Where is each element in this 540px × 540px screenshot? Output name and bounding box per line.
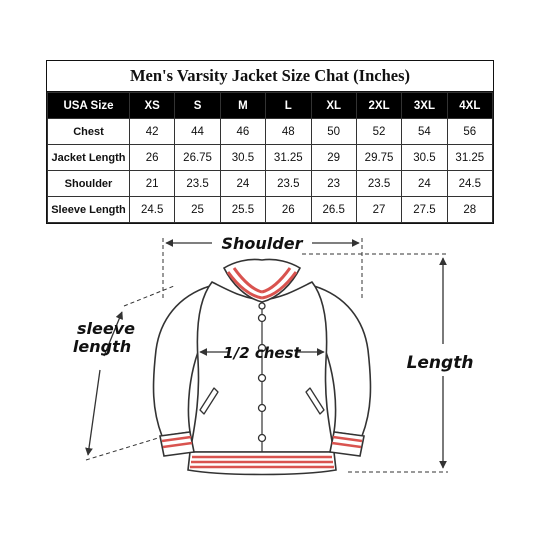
chest-label: 1/2 chest xyxy=(223,344,301,362)
table-cell: 26.75 xyxy=(174,144,221,171)
table-cell: 26 xyxy=(265,196,312,223)
table-cell: 44 xyxy=(174,118,221,145)
header-cell: L xyxy=(265,92,312,119)
table-cell: 24 xyxy=(401,170,448,197)
table-cell: 48 xyxy=(265,118,312,145)
header-row: USA Size XS S M L XL 2XL 3XL 4XL xyxy=(47,92,494,119)
table-cell: 21 xyxy=(128,170,176,197)
table-cell: 23.5 xyxy=(174,170,221,197)
row-label: Chest xyxy=(47,118,130,145)
table-cell: 28 xyxy=(446,196,494,223)
table-row: Chest 42 44 46 48 50 52 54 56 xyxy=(47,118,494,145)
header-cell: XS xyxy=(128,92,176,119)
sleeve-dimension: sleeve length xyxy=(73,285,175,461)
row-label: Shoulder xyxy=(47,170,130,197)
header-cell: M xyxy=(219,92,267,119)
table-cell: 25 xyxy=(174,196,221,223)
sleeve-label-2: length xyxy=(73,337,131,356)
table-cell: 56 xyxy=(446,118,494,145)
chart-title: Men's Varsity Jacket Size Chat (Inches) xyxy=(47,61,493,92)
jacket-cuffs xyxy=(159,431,365,457)
size-chart: Men's Varsity Jacket Size Chat (Inches) … xyxy=(46,60,494,224)
table-cell: 42 xyxy=(128,118,176,145)
jacket-waistband xyxy=(187,451,337,476)
table-cell: 27 xyxy=(355,196,403,223)
table-cell: 26 xyxy=(128,144,176,171)
header-cell: S xyxy=(174,92,221,119)
shoulder-dimension: Shoulder xyxy=(162,234,363,300)
table-cell: 30.5 xyxy=(219,144,267,171)
header-cell: XL xyxy=(310,92,357,119)
table-cell: 31.25 xyxy=(446,144,494,171)
length-label: Length xyxy=(407,353,474,373)
table-row: Sleeve Length 24.5 25 25.5 26 26.5 27 27… xyxy=(47,196,494,223)
table-cell: 24 xyxy=(219,170,267,197)
jacket-diagram: Shoulder Length sleeve length xyxy=(73,234,474,476)
jacket-collar xyxy=(222,258,302,310)
table-cell: 23.5 xyxy=(355,170,403,197)
table-cell: 23.5 xyxy=(265,170,312,197)
table-row: Shoulder 21 23.5 24 23.5 23 23.5 24 24.5 xyxy=(47,170,494,197)
header-cell: 2XL xyxy=(355,92,403,119)
table-cell: 25.5 xyxy=(219,196,267,223)
table-cell: 30.5 xyxy=(401,144,448,171)
table-cell: 29.75 xyxy=(355,144,403,171)
table-cell: 54 xyxy=(401,118,448,145)
header-cell: 4XL xyxy=(446,92,494,119)
table-cell: 29 xyxy=(310,144,357,171)
table-cell: 46 xyxy=(219,118,267,145)
chest-dimension: 1/2 chest xyxy=(199,344,325,362)
table-cell: 23 xyxy=(310,170,357,197)
length-dimension: Length xyxy=(302,253,474,473)
sleeve-label-1: sleeve xyxy=(77,319,135,338)
table-cell: 31.25 xyxy=(265,144,312,171)
shoulder-label: Shoulder xyxy=(222,234,304,253)
table-cell: 27.5 xyxy=(401,196,448,223)
table-row: Jacket Length 26 26.75 30.5 31.25 29 29.… xyxy=(47,144,494,171)
row-label: Jacket Length xyxy=(47,144,130,171)
table-cell: 24.5 xyxy=(446,170,494,197)
header-cell: 3XL xyxy=(401,92,448,119)
jacket-buttons xyxy=(257,313,267,443)
table-cell: 52 xyxy=(355,118,403,145)
table-cell: 50 xyxy=(310,118,357,145)
table-cell: 24.5 xyxy=(128,196,176,223)
size-table: USA Size XS S M L XL 2XL 3XL 4XL Chest 4… xyxy=(47,92,494,223)
row-label: Sleeve Length xyxy=(47,196,130,223)
header-cell: USA Size xyxy=(47,92,130,119)
table-cell: 26.5 xyxy=(310,196,357,223)
